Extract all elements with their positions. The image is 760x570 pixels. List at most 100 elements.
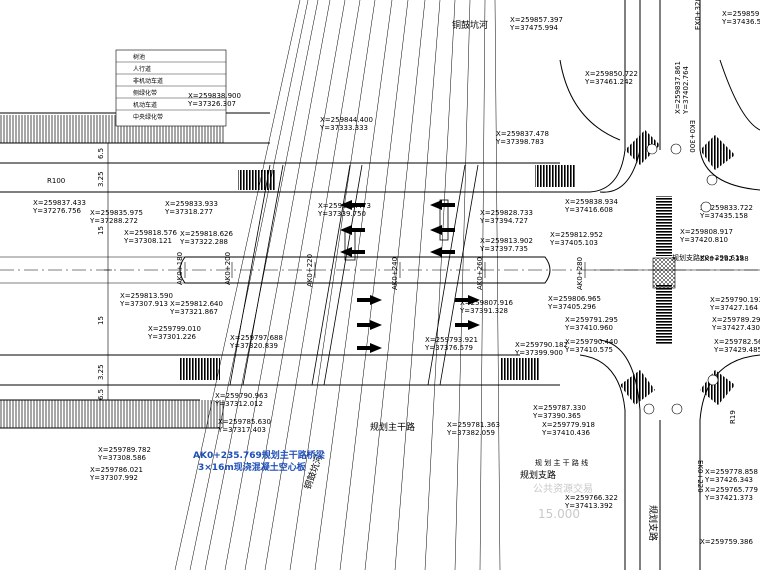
crosswalk-ne: [535, 165, 575, 187]
coord-x: X=259808.917: [680, 228, 733, 236]
planned-trunk-label: 规划主干路: [370, 421, 415, 433]
station-label: AK0+280: [576, 257, 584, 290]
coord-y: Y=37427.164: [709, 304, 759, 312]
bridge-piers: [229, 164, 479, 386]
coord-x: X=259797.688: [230, 334, 283, 342]
chainage-right: ZK0+262.388: [700, 255, 749, 263]
radius-right: R19: [729, 410, 737, 424]
coord-y: Y=37436.522: [721, 18, 760, 26]
coord-y: Y=37402.764: [682, 65, 690, 115]
bridge-subtitle: 3×16m现浇混凝土空心板: [198, 461, 307, 473]
coord-x: X=259807.916: [460, 299, 514, 307]
coord-y: Y=37390.365: [532, 412, 581, 420]
coord-x: X=259790.440: [565, 338, 618, 346]
dim-label: 15: [97, 226, 105, 235]
station-label: AK0+260: [476, 257, 484, 290]
dimension-line-left: [104, 143, 112, 400]
coord-y: Y=37461.242: [584, 78, 633, 86]
coord-y: Y=37420.810: [679, 236, 728, 244]
coord-y: Y=37308.121: [123, 237, 172, 245]
coord-y: Y=37326.307: [187, 100, 236, 108]
coord-x: X=259793.921: [425, 336, 478, 344]
station-label: AK0+240: [391, 257, 399, 290]
coord-y: Y=37339.750: [317, 210, 366, 218]
centerline-note: 规 划 主 干 路 线: [535, 458, 588, 467]
legend-item-sidewalk: 人行道: [133, 65, 151, 73]
coord-x: X=259850.722: [585, 70, 638, 78]
coord-x: X=259766.322: [565, 494, 618, 502]
coord-x: X=259782.567: [714, 338, 760, 346]
coord-x: X=259813.590: [120, 292, 173, 300]
coord-y: Y=37333.333: [319, 124, 368, 132]
coord-x: X=259838.934: [565, 198, 619, 206]
coord-y: Y=37322.288: [179, 238, 228, 246]
coord-x: X=259778.858: [705, 468, 758, 476]
coord-y: Y=37307.992: [89, 474, 138, 482]
coord-x: X=259837.433: [33, 199, 86, 207]
dim-label: 3.25: [97, 171, 105, 187]
dim-label: 6.5: [97, 148, 105, 159]
coord-y: Y=37397.735: [479, 245, 528, 253]
dim-label: 3.25: [97, 364, 105, 380]
coord-x: X=259813.902: [480, 237, 533, 245]
coord-x: X=259759.386: [700, 538, 754, 546]
coord-y: Y=37416.608: [564, 206, 613, 214]
coord-x: X=259806.965: [548, 295, 601, 303]
coord-y: Y=37410.960: [564, 324, 613, 332]
planned-road-label: 规划支路: [520, 469, 556, 481]
coord-x: X=259859.773: [722, 10, 760, 18]
dim-label: 6.5: [97, 389, 105, 400]
crosswalk-right-top: [656, 196, 672, 256]
bridge-title: AK0+235.769规划主干路桥梁: [193, 449, 326, 461]
coord-y: Y=37413.392: [564, 502, 613, 510]
watermark-number: 15.000: [538, 507, 580, 521]
coord-x: X=259786.021: [90, 466, 143, 474]
coord-x: X=259837.478: [496, 130, 549, 138]
coord-x: X=259835.975: [90, 209, 143, 217]
coord-y: Y=37307.913: [119, 300, 168, 308]
coord-x: X=259812.640: [170, 300, 223, 308]
coord-x: X=259789.782: [98, 446, 151, 454]
legend-box: [115, 49, 227, 127]
coord-y: Y=37405.103: [549, 239, 598, 247]
coord-x: X=259818.626: [180, 230, 234, 238]
crosswalk-se: [500, 358, 540, 380]
coord-x: X=259833.933: [165, 200, 218, 208]
coordinate-labels: X=259838.900 Y=37326.307 X=259844.400 Y=…: [32, 10, 760, 546]
coord-y: Y=37399.900: [514, 349, 563, 357]
ex-mid: EK0+300: [688, 120, 696, 153]
coord-x: X=259791.295: [565, 316, 618, 324]
ex-top: EX0+320: [694, 0, 702, 30]
coord-y: Y=37317.403: [217, 426, 266, 434]
watermark-text: 公共资源交易: [533, 482, 593, 495]
river-label-top: 铜鼓坑河: [452, 19, 488, 31]
coord-y: Y=37405.296: [547, 303, 597, 311]
coord-x: X=259837.861: [674, 61, 682, 114]
coord-x: X=259828.733: [480, 209, 533, 217]
coord-y: Y=37288.272: [89, 217, 138, 225]
tree-pit-row-bottom: [0, 400, 225, 428]
refuge-island: [652, 257, 676, 289]
coord-x: X=259785.630: [218, 418, 271, 426]
right-road-edges: [559, 0, 760, 570]
coord-y: Y=37427.430: [711, 324, 760, 332]
coord-y: Y=37376.579: [424, 344, 473, 352]
coord-y: Y=37410.575: [564, 346, 613, 354]
coord-x: X=259781.363: [447, 421, 500, 429]
crosswalk-right-bottom: [656, 285, 672, 345]
coord-x: X=259790.193: [710, 296, 760, 304]
station-tick-marks: [184, 262, 586, 278]
coord-x: X=259838.900: [188, 92, 241, 100]
coord-y: Y=37321.867: [169, 308, 218, 316]
coord-y: Y=37398.783: [495, 138, 544, 146]
station-label: AK0+180: [176, 252, 184, 285]
right-vertical-label: 规划支路: [647, 505, 659, 541]
coord-y: Y=37312.012: [214, 400, 263, 408]
legend-item-tree-pit: 树池: [133, 53, 145, 61]
coord-y: Y=37301.226: [147, 333, 197, 341]
coord-x: X=259779.918: [542, 421, 595, 429]
coord-y: Y=37421.373: [704, 494, 753, 502]
chainage-right-note: 规划支路K0+299.619: [672, 253, 744, 262]
coord-y: Y=37435.158: [699, 212, 748, 220]
